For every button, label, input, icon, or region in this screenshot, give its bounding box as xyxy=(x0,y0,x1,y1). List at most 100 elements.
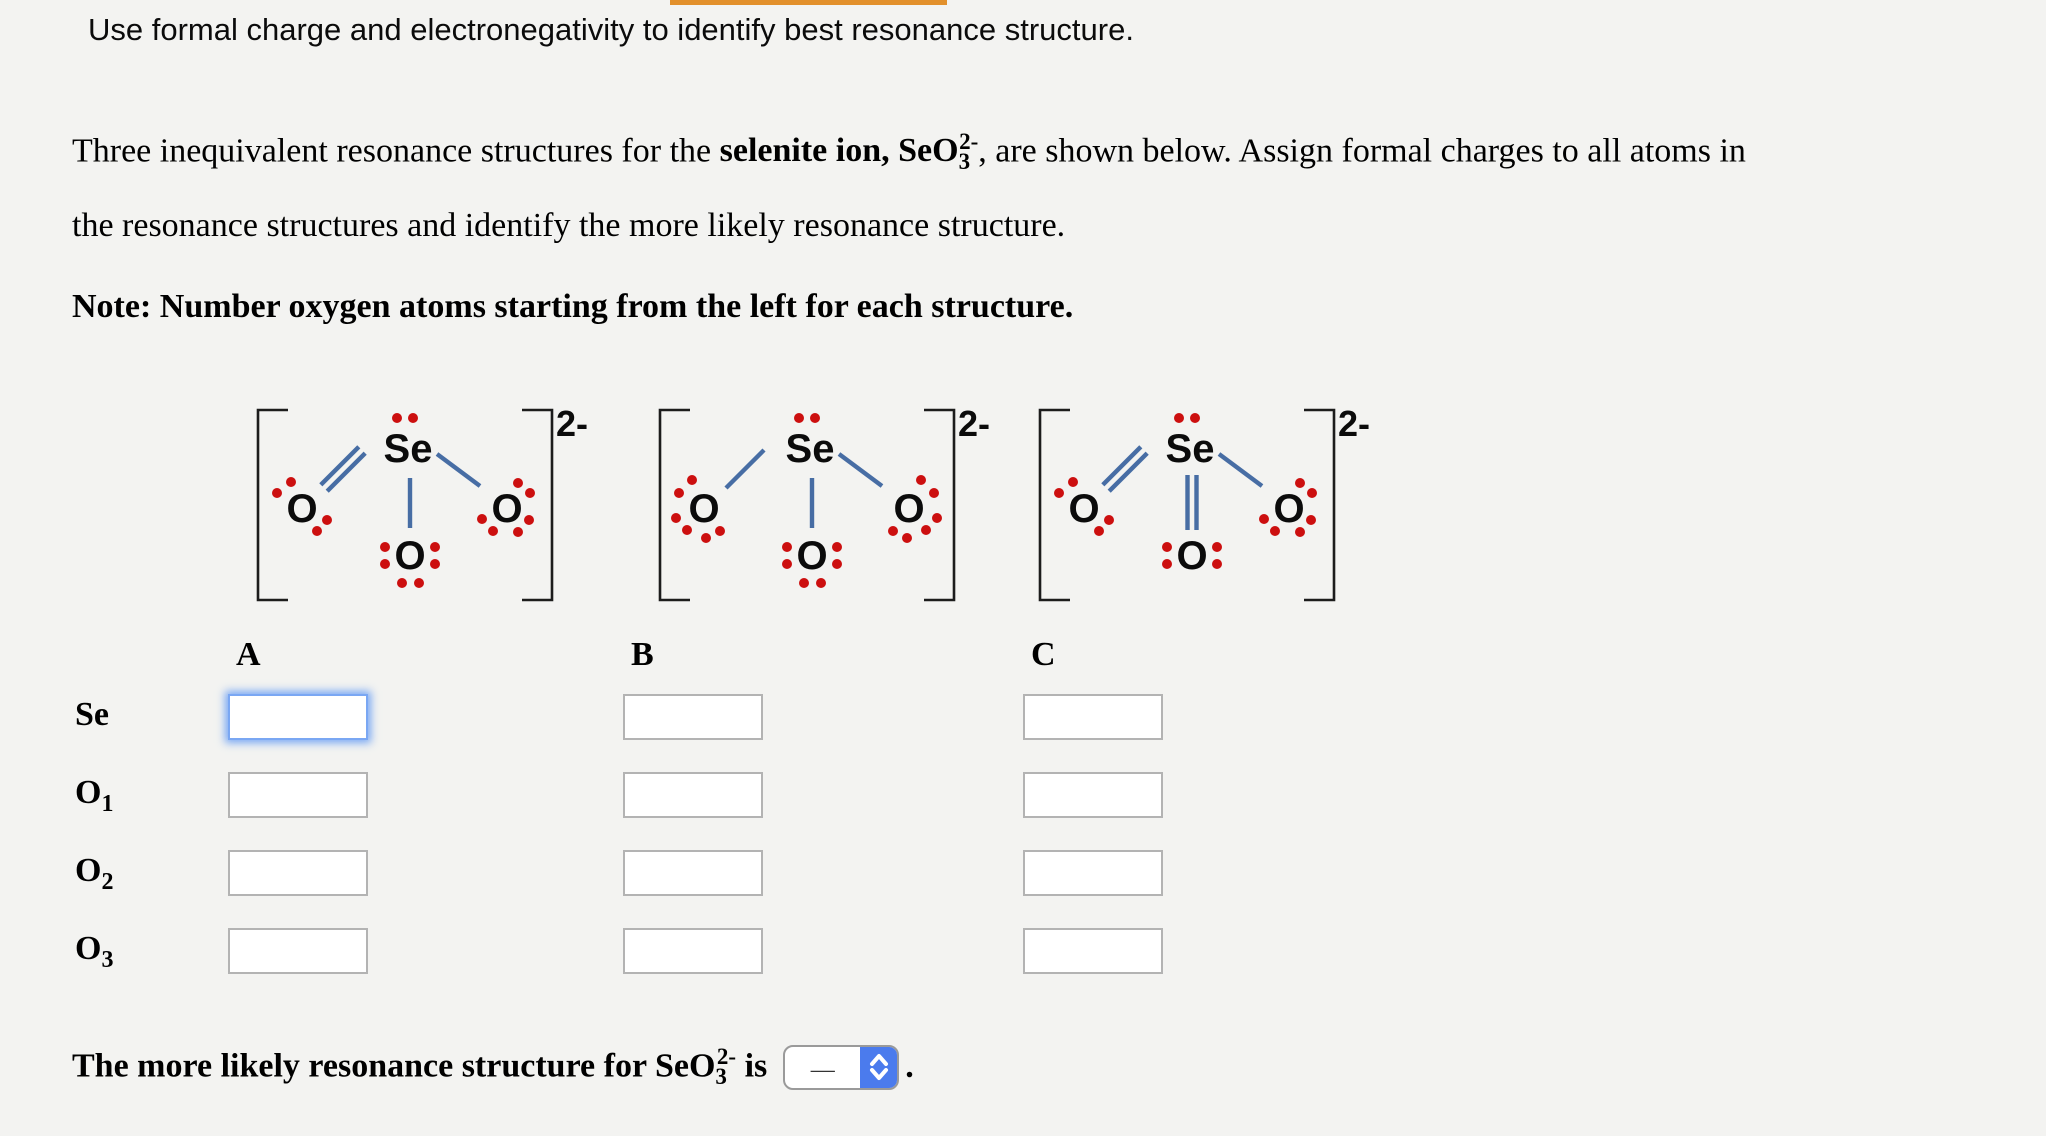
lone-pair-dot xyxy=(322,515,332,525)
lone-pair-dot xyxy=(1068,477,1078,487)
intro-pre: Three inequivalent resonance structures … xyxy=(72,132,720,170)
note-text: Note: Number oxygen atoms starting from … xyxy=(72,288,1074,325)
footer-text: The more likely resonance structure for … xyxy=(72,1044,768,1090)
charge-label: 2- xyxy=(958,403,990,444)
atom-label-Se: Se xyxy=(786,427,835,471)
atom-label-O: O xyxy=(796,534,827,578)
double-bond xyxy=(1101,445,1143,487)
lone-pair-dot xyxy=(715,526,725,536)
lone-pair-dot xyxy=(671,513,681,523)
lone-pair-dot xyxy=(1307,488,1317,498)
lone-pair-dot xyxy=(782,542,792,552)
formal-charge-input-B-O2[interactable] xyxy=(623,850,763,896)
lone-pair-dot xyxy=(921,525,931,535)
lone-pair-dot xyxy=(929,488,939,498)
lone-pair-dot xyxy=(1295,527,1305,537)
lone-pair-dot xyxy=(1054,488,1064,498)
resonance-choice-select[interactable]: — xyxy=(783,1044,900,1090)
atom-label-O: O xyxy=(1068,487,1099,531)
formal-charge-input-C-Se[interactable] xyxy=(1023,694,1163,740)
lone-pair-dot xyxy=(524,515,534,525)
double-bond xyxy=(325,451,367,493)
atom-label-O: O xyxy=(893,487,924,531)
problem-statement: Three inequivalent resonance structures … xyxy=(72,110,2002,258)
atom-label-O: O xyxy=(1273,487,1304,531)
lone-pair-dot xyxy=(916,475,926,485)
lone-pair-dot xyxy=(488,526,498,536)
lone-pair-dot xyxy=(380,559,390,569)
lone-pair-dot xyxy=(1212,559,1222,569)
lone-pair-dot xyxy=(1295,478,1305,488)
double-bond xyxy=(1107,451,1149,493)
lone-pair-dot xyxy=(687,475,697,485)
formal-charge-input-B-Se[interactable] xyxy=(623,694,763,740)
lone-pair-dot xyxy=(782,559,792,569)
lone-pair-dot xyxy=(1162,559,1172,569)
lone-pair-dot xyxy=(794,413,804,423)
lone-pair-dot xyxy=(1162,542,1172,552)
page-title: Use formal charge and electronegativity … xyxy=(88,12,1134,47)
atom-label-O: O xyxy=(491,487,522,531)
lone-pair-dot xyxy=(397,578,407,588)
lone-pair-dot xyxy=(932,513,942,523)
formal-charge-input-B-O3[interactable] xyxy=(623,928,763,974)
lone-pair-dot xyxy=(701,533,711,543)
formal-charge-input-C-O1[interactable] xyxy=(1023,772,1163,818)
lone-pair-dot xyxy=(1190,413,1200,423)
right-bracket xyxy=(1304,408,1336,602)
atom-label-O: O xyxy=(286,487,317,531)
atom-label-Se: Se xyxy=(384,427,433,471)
formal-charge-input-A-O2[interactable] xyxy=(228,850,368,896)
row-label-O3: O3 xyxy=(75,930,114,973)
atom-label-O: O xyxy=(688,487,719,531)
intro-line2: the resonance structures and identify th… xyxy=(72,207,1066,245)
ion-formula: selenite ion, SeO32- xyxy=(719,129,979,175)
lone-pair-dot xyxy=(682,525,692,535)
lone-pair-dot xyxy=(430,559,440,569)
sentence-period: . xyxy=(905,1048,914,1086)
single-bond xyxy=(837,452,884,488)
lone-pair-dot xyxy=(810,413,820,423)
lone-pair-dot xyxy=(312,526,322,536)
lone-pair-dot xyxy=(477,514,487,524)
lone-pair-dot xyxy=(286,477,296,487)
top-accent-bar xyxy=(670,0,947,5)
single-bond xyxy=(1217,452,1264,488)
lewis-structure-A: 2- SeO O O xyxy=(256,403,588,602)
column-header-B: B xyxy=(631,636,654,673)
atom-label-O: O xyxy=(394,534,425,578)
formal-charge-input-B-O1[interactable] xyxy=(623,772,763,818)
formal-charge-input-A-Se[interactable] xyxy=(228,694,368,740)
right-bracket xyxy=(522,408,554,602)
lone-pair-dot xyxy=(816,578,826,588)
left-bracket xyxy=(256,408,288,602)
intro-post: , are shown below. Assign formal charges… xyxy=(978,132,1746,170)
column-header-A: A xyxy=(236,636,261,673)
row-label-O1: O1 xyxy=(75,774,114,817)
formal-charge-input-A-O3[interactable] xyxy=(228,928,368,974)
left-bracket xyxy=(658,408,690,602)
single-bond xyxy=(724,448,766,490)
lone-pair-dot xyxy=(408,413,418,423)
conclusion-statement: The more likely resonance structure for … xyxy=(72,1044,914,1090)
lone-pair-dot xyxy=(272,488,282,498)
double-bond xyxy=(319,445,361,487)
lone-pair-dot xyxy=(888,526,898,536)
lone-pair-dot xyxy=(513,478,523,488)
left-bracket xyxy=(1038,408,1070,602)
atom-label-Se: Se xyxy=(1166,427,1215,471)
formal-charge-input-C-O2[interactable] xyxy=(1023,850,1163,896)
row-label-O2: O2 xyxy=(75,852,114,895)
lone-pair-dot xyxy=(414,578,424,588)
lewis-structure-B: 2- SeO O O xyxy=(658,403,990,602)
formal-charge-input-A-O1[interactable] xyxy=(228,772,368,818)
lone-pair-dot xyxy=(832,559,842,569)
lone-pair-dot xyxy=(525,488,535,498)
lone-pair-dot xyxy=(1104,515,1114,525)
formal-charge-input-C-O3[interactable] xyxy=(1023,928,1163,974)
charge-label: 2- xyxy=(556,403,588,444)
select-current-value: — xyxy=(810,1056,835,1083)
lone-pair-dot xyxy=(513,527,523,537)
